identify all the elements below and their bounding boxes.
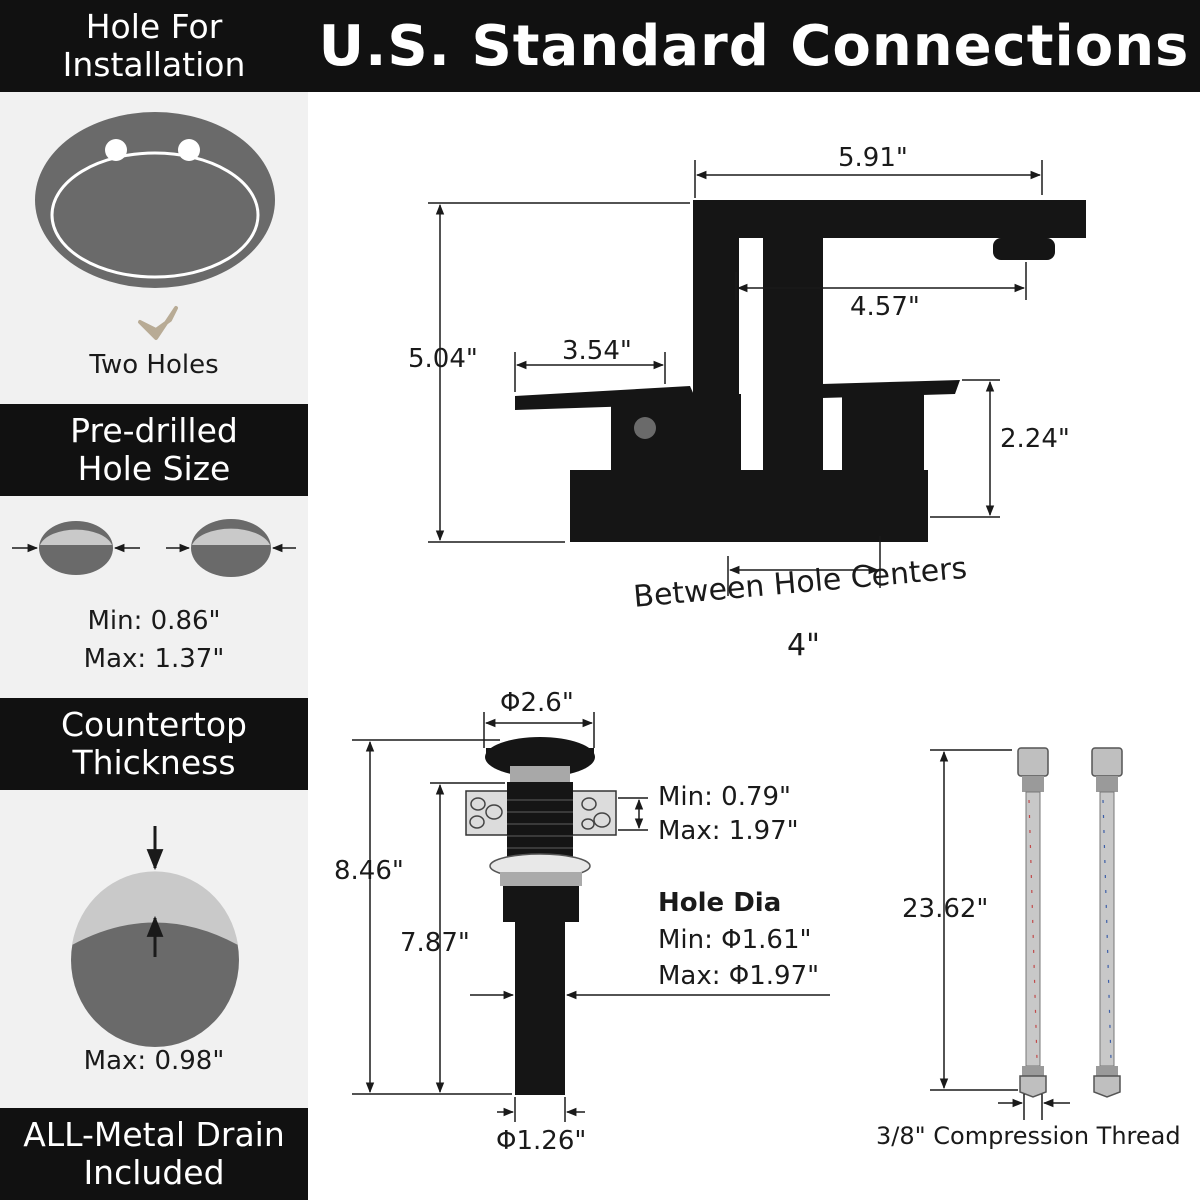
- hole-dia-min: Min: Φ1.61": [658, 925, 812, 955]
- handle-height-label: 2.24": [1000, 424, 1070, 454]
- check-icon: [138, 306, 178, 340]
- drain-pipe-dia-label: Φ1.26": [496, 1126, 587, 1156]
- page-title: U.S. Standard Connections: [308, 0, 1200, 92]
- install-title-bar: Hole For Installation: [0, 0, 308, 92]
- sink-two-holes-icon: [35, 112, 275, 288]
- hose-right: [1091, 747, 1123, 1098]
- hole-size-max: Max: 1.37": [83, 644, 225, 674]
- handle-length-label: 3.54": [562, 336, 632, 366]
- spout-length-label: 5.91": [838, 143, 908, 173]
- thickness-title-bar: Countertop Thickness: [0, 698, 308, 790]
- drain-cap-dia-label: Φ2.6": [500, 688, 574, 718]
- faucet-image: [515, 200, 1086, 542]
- drain-dimension-lines: [352, 712, 830, 1122]
- hose-left: [1017, 747, 1049, 1098]
- hole-size-min-icon: [12, 521, 140, 575]
- faucet-dimension-lines: [428, 160, 1043, 596]
- drain-image: [465, 737, 617, 1095]
- drain-thickness-max: Max: 1.97": [658, 816, 799, 846]
- hole-size-title-line2: Hole Size: [77, 449, 231, 488]
- hose-length-label: 23.62": [902, 894, 989, 924]
- thickness-title-line1: Countertop: [61, 705, 247, 744]
- hole-size-title-line1: Pre-drilled: [70, 411, 238, 450]
- hose-dimension-lines: [930, 749, 1070, 1120]
- drain-title-line2: Included: [83, 1153, 225, 1192]
- hole-dia-max: Max: Φ1.97": [658, 961, 820, 991]
- hole-centers-value: 4": [787, 628, 820, 663]
- install-caption: Two Holes: [89, 350, 219, 380]
- drain-total-height-label: 8.46": [334, 856, 404, 886]
- thickness-title-line2: Thickness: [72, 743, 236, 782]
- drain-title-bar: ALL-Metal Drain Included: [0, 1108, 308, 1200]
- drain-title-line1: ALL-Metal Drain: [23, 1115, 285, 1154]
- drain-body-height-label: 7.87": [400, 928, 470, 958]
- install-title-line2: Installation: [62, 45, 246, 84]
- spout-reach-label: 4.57": [850, 292, 920, 322]
- drain-thickness-min: Min: 0.79": [658, 782, 792, 812]
- hole-size-title-bar: Pre-drilled Hole Size: [0, 404, 308, 496]
- hole-dia-title: Hole Dia: [658, 888, 782, 918]
- thickness-max: Max: 0.98": [83, 1046, 225, 1076]
- hole-size-max-icon: [166, 519, 296, 577]
- install-title-line1: Hole For: [85, 7, 223, 46]
- countertop-thickness-icon: [71, 826, 239, 1047]
- height-label: 5.04": [408, 344, 478, 374]
- hose-thread-label: 3/8" Compression Thread: [876, 1122, 1181, 1150]
- hole-size-min: Min: 0.86": [87, 606, 221, 636]
